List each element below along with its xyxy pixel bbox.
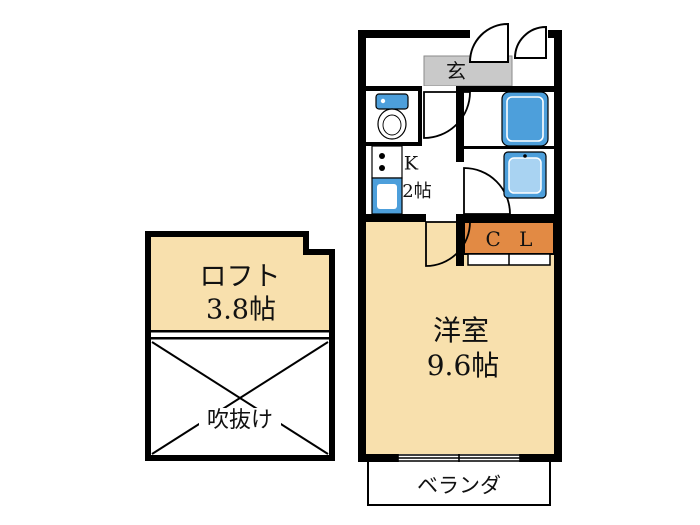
label-closet: C L — [485, 227, 539, 251]
sliding-window — [397, 454, 521, 462]
loft-void-block — [145, 231, 335, 461]
closet-area — [463, 221, 555, 255]
void-cross — [151, 341, 329, 455]
label-loft-size: 3.8帖 — [206, 294, 276, 326]
label-loft: ロフト — [199, 261, 281, 293]
label-kitchen-size: 2帖 — [402, 181, 432, 202]
entrance-door-arcs — [468, 22, 547, 63]
entrance-door-arc-main — [468, 22, 509, 63]
door-arc-toilet — [423, 91, 471, 139]
label-veranda: ベランダ — [417, 473, 501, 498]
label-void: 吹抜け — [198, 408, 282, 434]
kitchen-sink-icon — [371, 177, 403, 215]
loft-divider-line-bottom — [151, 337, 329, 340]
closet-doors — [467, 253, 551, 266]
loft-divider-line-top — [151, 330, 329, 333]
entrance-door-arc-small — [513, 25, 547, 59]
stove-icon — [371, 145, 403, 179]
label-western-room: 洋室 — [432, 314, 490, 347]
washbasin-icon — [503, 151, 547, 199]
label-genkan: 玄 — [446, 59, 466, 83]
label-western-room-size: 9.6帖 — [426, 349, 500, 382]
door-arc-room — [425, 221, 471, 267]
door-arc-washroom — [463, 167, 511, 215]
toilet-icon — [375, 93, 409, 140]
bathtub-icon — [501, 91, 549, 147]
wall-openings — [422, 86, 456, 222]
veranda-outline — [367, 457, 551, 506]
void-floor — [151, 330, 329, 455]
label-kitchen: K — [403, 152, 419, 175]
interior-door-arcs — [423, 91, 511, 267]
